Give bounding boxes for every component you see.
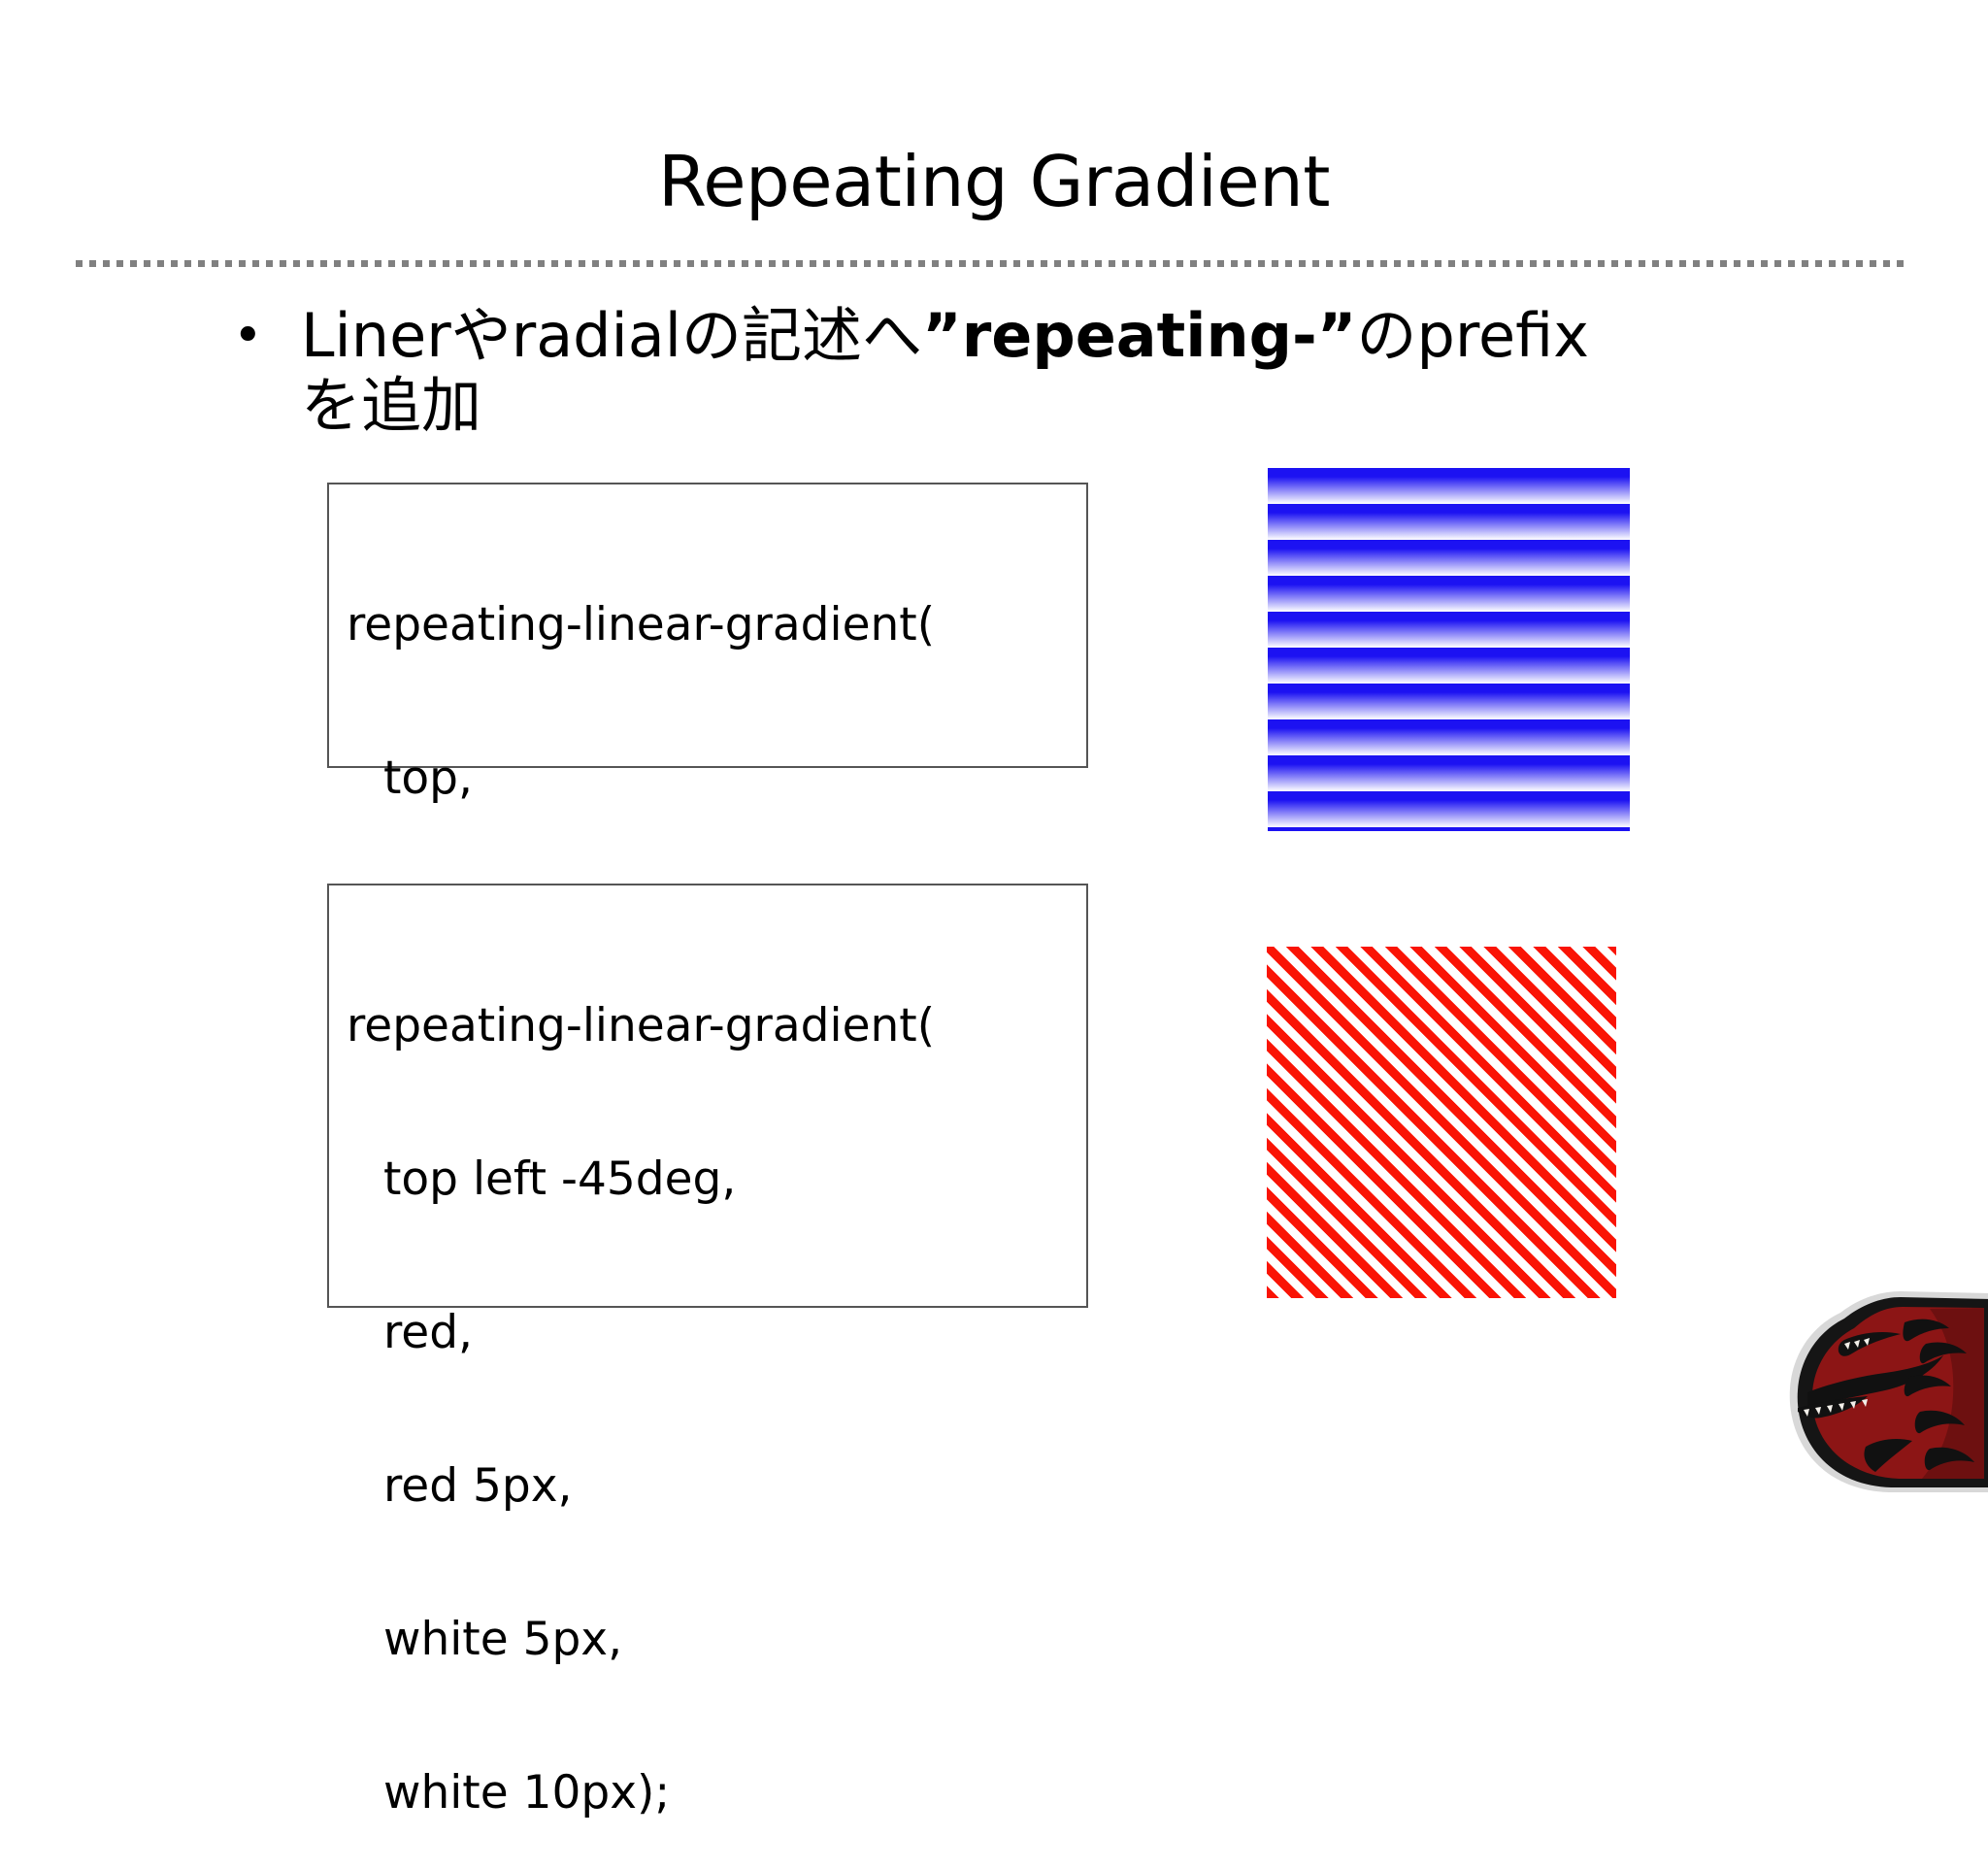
code-line: repeating-linear-gradient( <box>347 999 936 1053</box>
gradient-preview-blue-stripes <box>1268 468 1630 831</box>
dinosaur-icon <box>1789 1291 1988 1492</box>
bullet-text-part-1: Linerやradialの記述へ <box>301 300 922 371</box>
code-line: repeating-linear-gradient( <box>347 598 936 652</box>
code-line: red 5px, <box>383 1458 573 1513</box>
bullet-marker-icon: • <box>233 307 263 365</box>
title-divider <box>76 260 1910 267</box>
code-line: white 5px, <box>383 1612 623 1666</box>
bullet-text-emphasis: ”repeating-” <box>921 300 1357 371</box>
code-snippet-diagonal-gradient: repeating-linear-gradient( top left -45d… <box>327 884 1088 1818</box>
page-title: Repeating Gradient <box>657 141 1331 222</box>
code-line: top left -45deg, <box>383 1152 737 1207</box>
gradient-preview-red-diagonal-stripes <box>1267 947 1616 1298</box>
mozilla-dinosaur-logo <box>1784 1284 1988 1493</box>
code-line: red, <box>383 1306 473 1359</box>
code-line: top, <box>383 751 473 806</box>
code-snippet-vertical-gradient: repeating-linear-gradient( top, blue 5px… <box>327 483 1088 1111</box>
bullet-text-part-2: のprefix <box>1356 300 1589 371</box>
bullet-text-line-2: を追加 <box>301 369 482 441</box>
code-line: white 10px); <box>383 1765 671 1820</box>
bullet-text: Linerやradialの記述へ”repeating-”のprefix を追加 <box>301 301 1796 441</box>
bullet-item: • Linerやradialの記述へ”repeating-”のprefix を追… <box>233 301 1883 441</box>
